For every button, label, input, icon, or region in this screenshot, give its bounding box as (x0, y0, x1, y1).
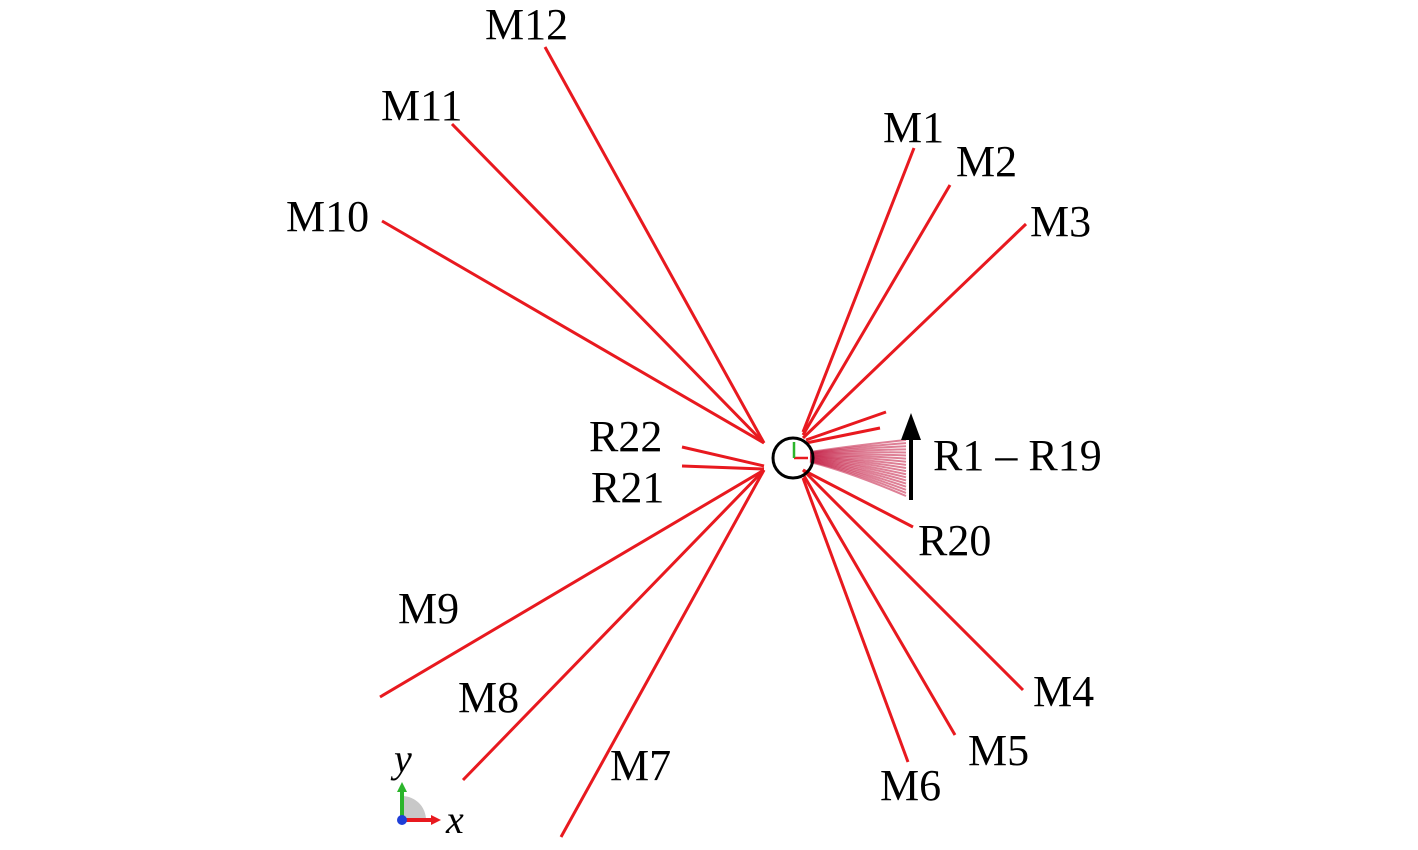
mooring-line-m7 (559, 469, 766, 838)
mooring-line-m11 (450, 122, 766, 445)
riser-line-r20 (802, 468, 914, 529)
mooring-line-m3 (801, 222, 1028, 440)
mooring-line-m12 (543, 46, 766, 444)
label-m10: M10 (286, 192, 369, 241)
label-r20: R20 (918, 516, 991, 565)
riser-top-line-a (805, 410, 887, 442)
triad-quarter-disc (402, 796, 426, 820)
mooring-line-m10 (381, 219, 765, 445)
axis-label-y: y (390, 736, 412, 781)
label-m2: M2 (956, 137, 1017, 186)
label-r21: R21 (591, 463, 664, 512)
arrow-head (901, 413, 921, 440)
triad-z-axis (397, 815, 407, 825)
riser-r19 (809, 461, 907, 497)
label-m4: M4 (1033, 667, 1094, 716)
label-m12: M12 (485, 0, 568, 49)
mooring-line-m2 (801, 184, 952, 436)
axis-label-x: x (445, 797, 464, 842)
riser-direction-arrow (901, 413, 921, 500)
turret (771, 436, 815, 480)
mooring-line-m9 (379, 468, 765, 699)
label-m3: M3 (1030, 197, 1091, 246)
riser-line-r21 (681, 464, 765, 471)
mooring-line-m8 (461, 468, 766, 782)
riser-line-r22 (681, 445, 765, 468)
turret-circle (771, 436, 815, 480)
label-m7: M7 (610, 741, 671, 790)
label-r22: R22 (589, 412, 662, 461)
triad-y-arrowhead (397, 782, 407, 792)
label-m9: M9 (398, 584, 459, 633)
label-r1-r19: R1 – R19 (933, 431, 1102, 480)
mooring-line-m1 (801, 147, 916, 433)
mooring-line-m5 (801, 473, 957, 736)
label-m1: M1 (883, 103, 944, 152)
mooring-lines (379, 46, 1028, 838)
mooring-line-m4 (801, 468, 1025, 692)
mooring-line-m6 (801, 477, 910, 763)
label-m5: M5 (968, 726, 1029, 775)
label-m8: M8 (458, 673, 519, 722)
labels: M1 M2 M3 M4 M5 M6 M7 M8 M9 M10 M11 M12 R… (286, 0, 1102, 810)
risers (681, 410, 914, 529)
riser-bundle-r1-r19 (809, 439, 907, 497)
coordinate-triad: y x (390, 736, 464, 842)
triad-x-arrowhead (431, 815, 441, 825)
label-m11: M11 (381, 81, 463, 130)
label-m6: M6 (880, 761, 941, 810)
riser-top-line-b (805, 426, 881, 445)
